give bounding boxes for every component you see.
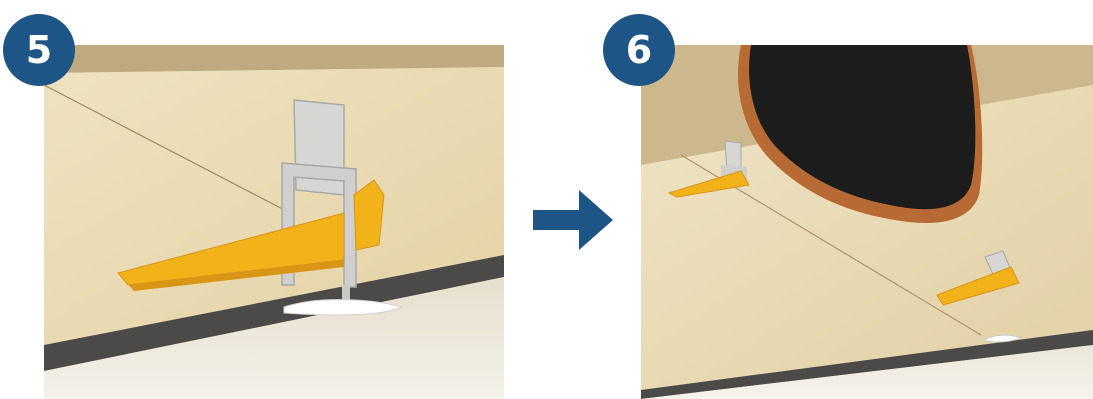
step-6-illustration <box>641 45 1093 399</box>
right-arrow-icon <box>533 190 613 250</box>
step-number-badge: 6 <box>603 14 675 86</box>
step-number: 5 <box>26 28 52 72</box>
step-5-illustration <box>44 45 504 399</box>
step-number: 6 <box>626 28 652 72</box>
step-number-badge: 5 <box>3 14 75 86</box>
